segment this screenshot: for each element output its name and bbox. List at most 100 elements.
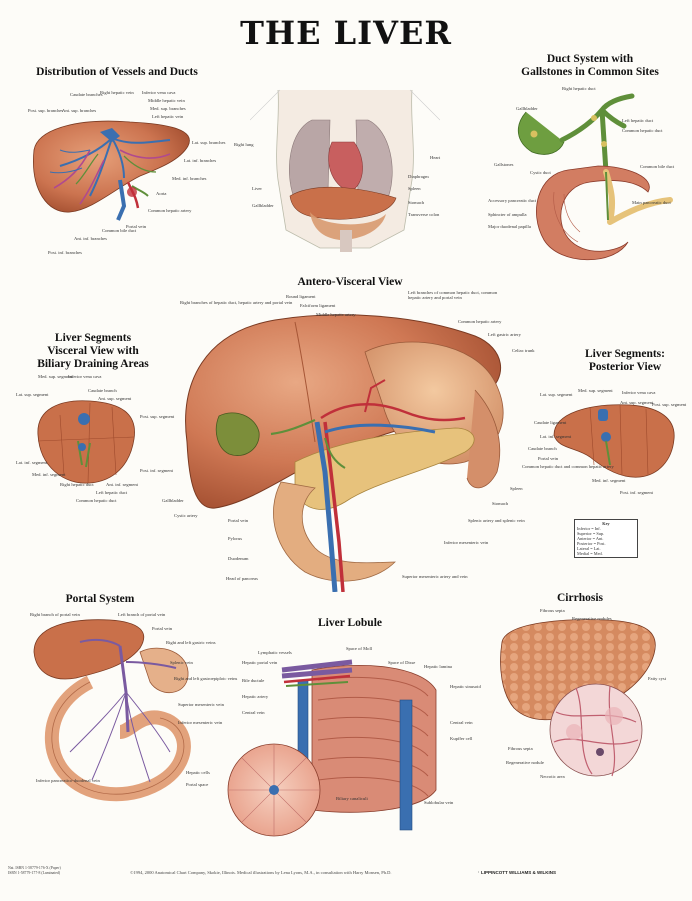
label-thorax: Stomach [408,200,425,205]
label-lobule: Hepatic sinusoid [450,684,481,689]
label-segments-visceral: Ant. sup. segment [98,396,132,401]
section-title-duct-system: Duct System with Gallstones in Common Si… [521,53,659,78]
section-title-liver-lobule: Liver Lobule [317,617,382,629]
label-vessels: Caudate branches [70,92,103,97]
label-antero: Splenic artery and splenic vein [468,518,525,523]
label-portal: Inferior mesenteric vein [178,720,223,725]
key-row: Anterior = Ant. [577,536,604,541]
label-lobule: Sublobular vein [424,800,454,805]
label-antero: Right branches of hepatic duct, hepatic … [180,300,293,305]
label-portal: Left branch of portal vein [118,612,166,617]
label-segments-posterior: Common hepatic duct and common hepatic a… [522,464,614,469]
label-vessels: Common hepatic artery [148,208,192,213]
key-row: Medial = Med. [577,551,603,556]
label-thorax: Gallbladder [252,203,274,208]
label-portal: Right and left gastric veins [166,640,216,645]
label-antero: Middle hepatic artery [316,312,356,317]
label-segments-posterior: Lat. inf. segment [540,434,572,439]
label-segments-posterior: Med. sup. segment [578,388,613,393]
label-cirrhosis: Necrotic area [540,774,565,779]
label-segments-posterior: Caudate branch [528,446,557,451]
label-vessels: Right hepatic vein [100,90,134,95]
label-segments-posterior: Portal vein [538,456,559,461]
label-thorax: Right lung [234,142,254,147]
key-row: Lateral = Lat. [577,546,601,551]
label-portal: Splenic vein [170,660,193,665]
section-title-segments-visceral: Liver Segments Visceral View with Biliar… [37,332,149,370]
label-segments-posterior: Lat. sup. segment [540,392,573,397]
label-vessels: Aorta [156,191,167,196]
label-cirrhosis: Regenerative nodule [506,760,544,765]
label-antero: Celiac trunk [512,348,535,353]
thorax-illustration [250,89,440,252]
label-antero: Falciform ligament [300,303,336,308]
label-antero: Gallbladder [162,498,184,503]
label-portal: Inferior pancreatico-duodenal vein [36,778,100,783]
section-title-cirrhosis: Cirrhosis [557,592,603,604]
label-duct: Sphincter of ampulla [488,212,527,217]
segments-posterior-illustration [553,404,675,478]
footer-credit: ©1994, 2000 Anatomical Chart Company, Sk… [130,870,392,875]
label-segments-visceral: Right hepatic duct [60,482,94,487]
label-duct: Common hepatic duct [622,128,663,133]
section-title-antero-visceral: Antero-Visceral View [297,276,403,288]
label-portal: Right and left gastroepiploic veins [174,676,238,681]
label-segments-visceral: Lat. sup. segment [16,392,49,397]
label-segments-posterior: Inferior vena cava [622,390,656,395]
label-thorax: Transverse colon [408,212,440,217]
section-title-vessels: Distribution of Vessels and Ducts [36,66,198,78]
label-segments-visceral: Med. sup. segment [38,374,73,379]
poster-title: THE LIVER [240,14,452,52]
label-antero: Inferior mesenteric vein [444,540,489,545]
label-vessels: Common bile duct [102,228,137,233]
key-row: Superior = Sup. [577,531,605,536]
label-lobule: Bile ductule [242,678,265,683]
label-antero: Left branches of common hepatic duct, co… [408,290,498,300]
key-row: Inferior = Inf. [577,526,601,531]
label-lobule: Biliary canaliculi [336,796,368,801]
label-segments-visceral: Left hepatic duct [96,490,128,495]
label-duct: Main pancreatic duct [632,200,671,205]
label-lobule: Hepatic portal vein [242,660,278,665]
label-segments-visceral: Caudate branch [88,388,117,393]
label-vessels: Ant. sup. branches [62,108,97,113]
abbreviation-key: Key Inferior = Inf. Superior = Sup. Ante… [574,519,638,558]
label-lobule: Portal space [186,782,209,787]
label-segments-posterior: Post. sup. segment [652,402,687,407]
label-antero: Head of pancreas [226,576,258,581]
label-vessels: Inferior vena cava [142,90,176,95]
label-lobule: Central vein [242,710,265,715]
label-cirrhosis: Fibrous septa [508,746,533,751]
label-duct: Accessory pancreatic duct [488,198,537,203]
label-duct: Major duodenal papilla [488,224,531,229]
key-title: Key [602,521,610,526]
label-thorax: Heart [430,155,441,160]
label-duct: Common bile duct [640,164,675,169]
label-cirrhosis: Regenerative nodules [572,616,612,621]
label-vessels: Post. inf. branches [48,250,82,255]
publisher-logo: LIPPINCOTT WILLIAMS & WILKINS [478,866,556,878]
label-duct: Gallbladder [516,106,538,111]
label-segments-posterior: Med. inf. segment [592,478,626,483]
label-vessels: Med. sup. branches [150,106,186,111]
label-segments-visceral: Inferior vena cava [68,374,102,379]
label-lobule: Central vein [450,720,473,725]
label-duct: Gallstones [494,162,514,167]
label-lobule: Hepatic cells [186,770,210,775]
label-segments-visceral: Common hepatic duct [76,498,117,503]
label-lobule: Space of Disse [388,660,416,665]
antero-visceral-illustration [185,314,504,592]
label-segments-visceral: Lat. inf. segment [16,460,48,465]
publisher-name: LIPPINCOTT WILLIAMS & WILKINS [481,869,556,875]
label-duct: Left hepatic duct [622,118,654,123]
segments-visceral-illustration [37,400,135,484]
section-title-segments-posterior: Liver Segments: Posterior View [585,348,665,373]
label-lobule: Hepatic lamina [424,664,452,669]
label-cirrhosis: Fatty cyst [648,676,666,681]
label-vessels: Ant. inf. branches [74,236,107,241]
label-segments-visceral: Med. inf. segment [32,472,66,477]
label-duct: Cystic duct [530,170,551,175]
label-segments-visceral: Ant. inf. segment [106,482,138,487]
label-vessels: Middle hepatic vein [148,98,185,103]
